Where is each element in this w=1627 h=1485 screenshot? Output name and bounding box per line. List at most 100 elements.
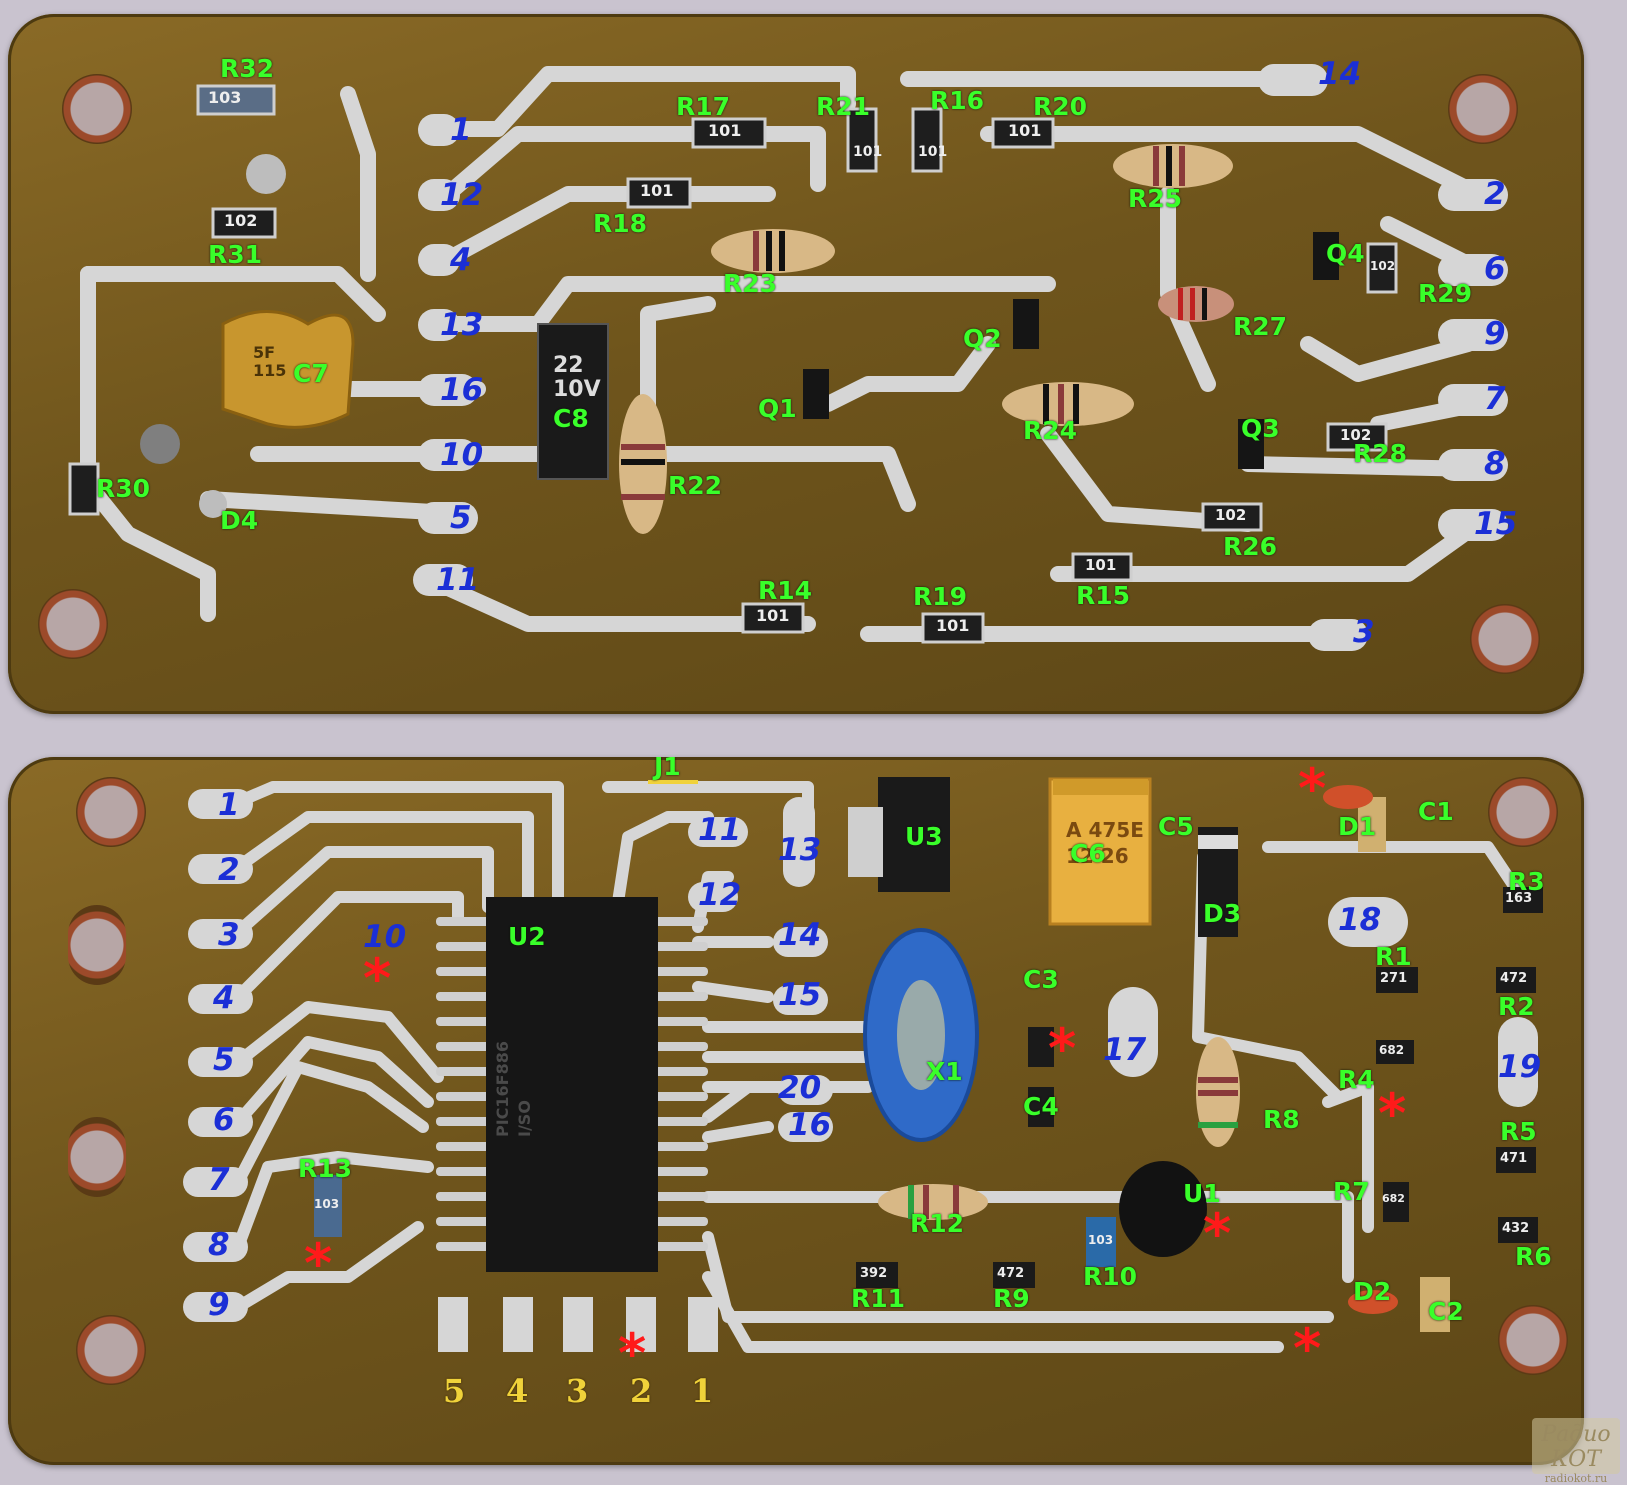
marking-r6: 432 xyxy=(1502,1221,1530,1236)
label-r17: R17 xyxy=(676,92,731,121)
mount-hole xyxy=(1448,74,1518,144)
trace-2 xyxy=(980,126,1486,202)
btrace-d3 xyxy=(1192,851,1344,1103)
pin-label-8: 8 xyxy=(208,1227,230,1263)
red-asterisk-icon: * xyxy=(1048,1017,1077,1080)
marking-r28: 102 xyxy=(1340,426,1372,444)
label-r27: R27 xyxy=(1233,312,1288,341)
label-r19: R19 xyxy=(913,582,968,611)
label-r5: R5 xyxy=(1500,1117,1537,1146)
label-d1: D1 xyxy=(1338,812,1377,841)
trace-mid xyxy=(650,446,916,512)
bpad-13 xyxy=(783,797,815,887)
label-r30: R30 xyxy=(96,474,151,503)
label-r21: R21 xyxy=(816,92,871,121)
edge-pad-3 xyxy=(563,1297,593,1352)
label-c3: C3 xyxy=(1023,965,1059,994)
label-r4: R4 xyxy=(1338,1065,1375,1094)
marking-r26: 102 xyxy=(1215,506,1247,524)
pin-label-11: 11 xyxy=(436,562,480,598)
red-asterisk-icon: * xyxy=(1203,1202,1232,1265)
bpad-18 xyxy=(1328,897,1408,947)
crystal-x1-hole xyxy=(897,980,945,1090)
label-c6: C6 xyxy=(1070,839,1106,868)
red-asterisk-icon: * xyxy=(304,1232,333,1295)
trace-9 xyxy=(1300,336,1476,382)
pin-label-5: 5 xyxy=(213,1042,235,1078)
bpad-5 xyxy=(188,1047,253,1077)
watermark-logo: Радио КОТ radiokot.ru xyxy=(1532,1418,1620,1485)
pin-label-14: 14 xyxy=(778,917,822,953)
red-asterisk-icon: * xyxy=(1298,757,1327,820)
mount-hole xyxy=(68,905,126,985)
bpad-12 xyxy=(688,882,738,912)
btrace-15 xyxy=(692,981,774,1003)
marking-r1: 271 xyxy=(1380,971,1408,986)
diode-d4-body xyxy=(199,490,227,518)
marking-r21: 101 xyxy=(853,144,883,160)
pad-16 xyxy=(418,374,478,406)
label-d2: D2 xyxy=(1353,1277,1392,1306)
label-r3: R3 xyxy=(1508,867,1545,896)
pin-label-20: 20 xyxy=(778,1070,822,1106)
pad-9 xyxy=(1438,319,1508,351)
bpad-15 xyxy=(773,985,828,1015)
label-r29: R29 xyxy=(1418,279,1473,308)
label-r28: R28 xyxy=(1353,439,1408,468)
pad-8 xyxy=(1438,449,1508,481)
solder-blob-2 xyxy=(140,424,180,464)
btrace-1 xyxy=(232,781,564,908)
bpad-11 xyxy=(688,817,748,847)
label-r24: R24 xyxy=(1023,416,1078,445)
label-q2: Q2 xyxy=(963,324,1002,353)
marking-r11: 392 xyxy=(860,1266,888,1281)
marking-r7: 682 xyxy=(1382,1192,1405,1205)
marking-r20: 101 xyxy=(1008,121,1042,140)
top-pcb-traces xyxy=(68,64,1508,651)
pin-label-18: 18 xyxy=(1338,902,1382,938)
pad-15 xyxy=(1438,509,1508,541)
bottom-pcb-board: PIC16F886 I/SO A 475E 12 26 163 271 472 … xyxy=(8,757,1584,1465)
label-q4: Q4 xyxy=(1326,239,1365,268)
bpad-19 xyxy=(1498,1017,1538,1107)
edge-pad-4 xyxy=(503,1297,533,1352)
btrace-3 xyxy=(232,846,494,938)
pad-11 xyxy=(413,564,473,596)
label-r16: R16 xyxy=(930,86,985,115)
trace-13 xyxy=(440,276,1056,332)
label-u3: U3 xyxy=(905,822,943,851)
pin-label-8: 8 xyxy=(1484,446,1506,482)
pad-5 xyxy=(418,502,478,534)
label-r18: R18 xyxy=(593,209,648,238)
pin-label-9: 9 xyxy=(208,1287,230,1323)
btrace-8 xyxy=(232,1151,434,1253)
pad-1 xyxy=(418,114,460,146)
pin-label-16: 16 xyxy=(788,1107,832,1143)
edge-pad-1 xyxy=(688,1297,718,1352)
pin-label-10: 10 xyxy=(440,437,484,473)
resistor-r12-body xyxy=(878,1184,988,1220)
bpad-3 xyxy=(188,919,253,949)
label-r9: R9 xyxy=(993,1284,1030,1313)
pin-label-16: 16 xyxy=(440,372,484,408)
red-asterisk-icon: * xyxy=(618,1322,647,1385)
pad-12 xyxy=(418,179,460,211)
red-asterisk-icon: * xyxy=(363,947,392,1010)
bottom-pcb-traces xyxy=(183,777,1543,1353)
marking-r32: 103 xyxy=(208,88,242,107)
mount-hole xyxy=(76,777,146,847)
marking-r10: 103 xyxy=(1088,1233,1114,1247)
pin-label-15: 15 xyxy=(1474,506,1518,542)
red-asterisk-icon: * xyxy=(1378,1082,1407,1145)
resistor-r13-body xyxy=(314,1175,342,1237)
pin-label-6: 6 xyxy=(213,1102,235,1138)
trace-left-loop xyxy=(80,266,216,622)
marking-c6: A 475E 12 26 xyxy=(1066,818,1144,868)
pin-label-17: 17 xyxy=(1103,1032,1147,1068)
label-c8: C8 xyxy=(553,404,589,433)
pad-3 xyxy=(1308,619,1368,651)
bpad-4 xyxy=(188,984,253,1014)
mount-hole xyxy=(1470,604,1540,674)
label-u1: U1 xyxy=(1183,1179,1221,1208)
pad-10 xyxy=(418,439,478,471)
